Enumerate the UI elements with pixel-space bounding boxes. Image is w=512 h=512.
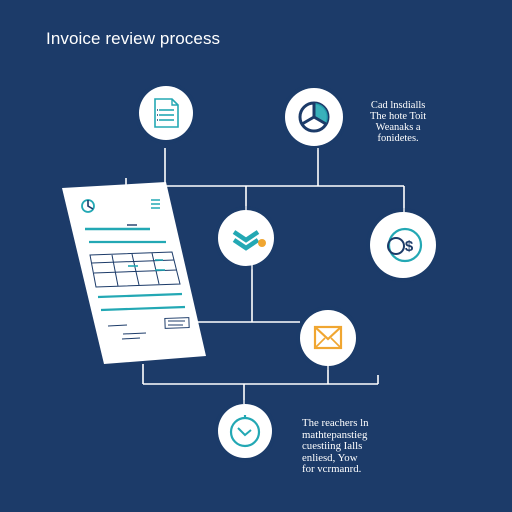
note-top: Cad lnsdialls The hote Toit Weanaks a fo…	[370, 100, 427, 144]
document-icon	[154, 98, 179, 128]
connector-lines	[125, 148, 405, 404]
envelope-icon	[313, 325, 343, 350]
node-timing	[218, 404, 272, 458]
node-payment: $	[370, 212, 436, 278]
approval-chevron-icon	[232, 230, 266, 251]
node-approval	[218, 210, 274, 266]
invoice-logo-icon	[81, 199, 95, 213]
clock-icon	[229, 415, 261, 448]
invoice-sheet	[62, 182, 206, 364]
pie-chart-icon	[298, 101, 330, 133]
diagram-title: Invoice review process	[46, 29, 221, 48]
node-analysis	[285, 88, 343, 146]
node-document	[139, 86, 193, 140]
node-notification	[300, 310, 356, 366]
dollar-coin-icon: $	[387, 227, 423, 263]
svg-text:$: $	[405, 238, 414, 255]
note-bottom: The reachers ln mathtepanstieg cuestiing…	[302, 417, 369, 476]
